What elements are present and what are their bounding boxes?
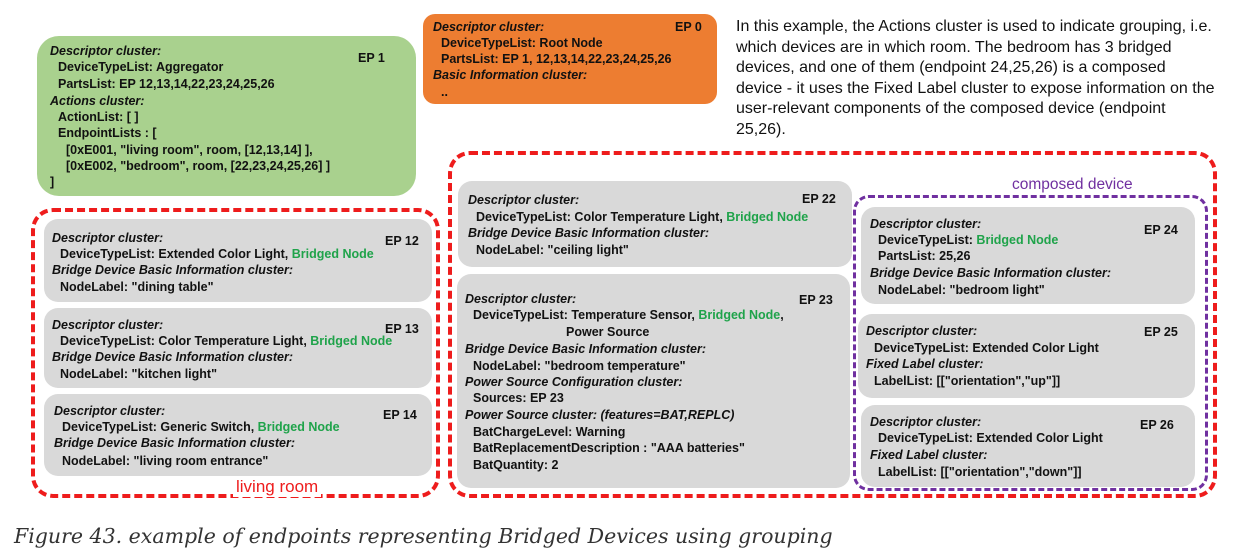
ep23-descriptor-heading: Descriptor cluster: (465, 292, 577, 306)
ep22-descriptor-heading: Descriptor cluster: (468, 193, 580, 207)
ep24-descriptor-heading: Descriptor cluster: (870, 217, 982, 231)
ep24-bridged-node: Bridged Node (976, 233, 1059, 247)
ep26-endpoint-id: EP 26 (1140, 418, 1174, 432)
ep23-bat-charge-level: BatChargeLevel: Warning (473, 425, 626, 439)
ep12-device-type: DeviceTypeList: Extended Color Light, Br… (60, 246, 374, 263)
ep23-device-type-comma: , (780, 308, 784, 322)
ep13-device-type: DeviceTypeList: Color Temperature Light,… (60, 333, 392, 350)
ep26-device-type: DeviceTypeList: Extended Color Light (878, 431, 1103, 445)
ep1-endpoint-lists-close: ] (50, 175, 55, 189)
ep0-device-type: DeviceTypeList: Root Node (441, 36, 603, 50)
ep13-device-type-value: DeviceTypeList: Color Temperature Light, (60, 334, 311, 348)
ep13-endpoint-id: EP 13 (385, 322, 419, 336)
ep22-device-type-value: DeviceTypeList: Color Temperature Light, (476, 210, 727, 224)
ep22-endpoint-id: EP 22 (802, 192, 836, 206)
ep22-device-type: DeviceTypeList: Color Temperature Light,… (476, 209, 808, 226)
ep13-node-label: NodeLabel: "kitchen light" (60, 367, 218, 381)
ep12-bridged-node: Bridged Node (291, 247, 374, 261)
ep1-device-type: DeviceTypeList: Aggregator (58, 60, 224, 74)
ep24-bridge-info-heading: Bridge Device Basic Information cluster: (870, 266, 1112, 280)
ep23-device-type: DeviceTypeList: Temperature Sensor, Brid… (473, 307, 784, 324)
figure-caption: Figure 43. example of endpoints represen… (14, 524, 833, 548)
ep24-device-type-value: DeviceTypeList: (878, 233, 977, 247)
ep23-bridged-node: Bridged Node (698, 308, 781, 322)
ep0-root-node-box: Descriptor cluster: EP 0 DeviceTypeList:… (423, 14, 717, 104)
ep1-endpoint-list-bedroom: [0xE002, "bedroom", room, [22,23,24,25,2… (66, 159, 331, 173)
ep23-bat-quantity: BatQuantity: 2 (473, 458, 559, 472)
ep1-endpoint-lists: EndpointLists : [ (58, 126, 157, 140)
ep14-bridged-node: Bridged Node (257, 420, 340, 434)
ep14-endpoint-id: EP 14 (383, 408, 417, 422)
ep1-parts-list: PartsList: EP 12,13,14,22,23,24,25,26 (58, 77, 275, 91)
ep23-power-source-heading: Power Source cluster: (features=BAT,REPL… (465, 408, 735, 422)
ep1-actions-heading: Actions cluster: (50, 94, 145, 108)
ep14-device-type-value: DeviceTypeList: Generic Switch, (62, 420, 258, 434)
ep13-box: Descriptor cluster: EP 13 DeviceTypeList… (44, 308, 432, 388)
ep12-descriptor-heading: Descriptor cluster: (52, 231, 164, 245)
composed-device-group-label: composed device (1012, 176, 1133, 193)
ep13-bridged-node: Bridged Node (310, 334, 393, 348)
ep22-bridged-node: Bridged Node (726, 210, 809, 224)
ep23-endpoint-id: EP 23 (799, 293, 833, 307)
ep0-ellipsis: .. (441, 85, 448, 99)
ep25-box: Descriptor cluster: EP 25 DeviceTypeList… (858, 314, 1195, 398)
ep1-action-list: ActionList: [ ] (58, 110, 139, 124)
ep23-bridge-info-heading: Bridge Device Basic Information cluster: (465, 342, 707, 356)
ep24-parts-list: PartsList: 25,26 (878, 249, 971, 263)
ep12-device-type-value: DeviceTypeList: Extended Color Light, (60, 247, 292, 261)
ep23-node-label: NodeLabel: "bedroom temperature" (473, 359, 686, 373)
ep25-device-type: DeviceTypeList: Extended Color Light (874, 341, 1099, 355)
ep25-fixed-label-heading: Fixed Label cluster: (866, 357, 984, 371)
ep23-sources: Sources: EP 23 (473, 391, 564, 405)
ep12-box: Descriptor cluster: EP 12 DeviceTypeList… (44, 219, 432, 302)
ep0-descriptor-heading: Descriptor cluster: (433, 20, 545, 34)
ep26-descriptor-heading: Descriptor cluster: (870, 415, 982, 429)
ep26-box: Descriptor cluster: EP 26 DeviceTypeList… (861, 405, 1195, 487)
ep0-parts-list: PartsList: EP 1, 12,13,14,22,23,24,25,26 (441, 52, 672, 66)
ep14-descriptor-heading: Descriptor cluster: (54, 404, 166, 418)
ep22-node-label: NodeLabel: "ceiling light" (476, 243, 629, 257)
ep0-endpoint-id: EP 0 (675, 20, 702, 34)
bedroom-group-border (448, 151, 1217, 498)
ep26-label-list: LabelList: [["orientation","down"]] (878, 465, 1082, 479)
ep12-bridge-info-heading: Bridge Device Basic Information cluster: (52, 263, 294, 277)
ep25-descriptor-heading: Descriptor cluster: (866, 324, 978, 338)
ep23-device-type-value: DeviceTypeList: Temperature Sensor, (473, 308, 699, 322)
ep25-endpoint-id: EP 25 (1144, 325, 1178, 339)
ep1-descriptor-heading: Descriptor cluster: (50, 44, 162, 58)
ep14-box: Descriptor cluster: EP 14 DeviceTypeList… (44, 394, 432, 476)
ep25-label-list: LabelList: [["orientation","up"]] (874, 374, 1061, 388)
ep14-device-type: DeviceTypeList: Generic Switch, Bridged … (62, 419, 340, 436)
ep0-basic-info-heading: Basic Information cluster: (433, 68, 588, 82)
ep23-power-config-heading: Power Source Configuration cluster: (465, 375, 683, 389)
ep23-box: Descriptor cluster: EP 23 DeviceTypeList… (457, 274, 850, 488)
ep24-node-label: NodeLabel: "bedroom light" (878, 283, 1045, 297)
ep12-endpoint-id: EP 12 (385, 234, 419, 248)
composed-device-group-border (853, 195, 1208, 491)
ep12-node-label: NodeLabel: "dining table" (60, 280, 214, 294)
ep1-endpoint-id: EP 1 (358, 51, 385, 65)
ep1-endpoint-list-living-room: [0xE001, "living room", room, [12,13,14]… (66, 143, 313, 157)
ep13-bridge-info-heading: Bridge Device Basic Information cluster: (52, 350, 294, 364)
ep23-bat-replacement-description: BatReplacementDescription : "AAA batteri… (473, 441, 745, 455)
ep23-power-source-type: Power Source (566, 325, 650, 339)
ep24-box: Descriptor cluster: EP 24 DeviceTypeList… (861, 207, 1195, 304)
ep14-node-label: NodeLabel: "living room entrance" (62, 454, 269, 468)
ep1-aggregator-box: Descriptor cluster: EP 1 DeviceTypeList:… (37, 36, 416, 196)
explanation-text: In this example, the Actions cluster is … (736, 18, 1215, 138)
ep13-descriptor-heading: Descriptor cluster: (52, 318, 164, 332)
living-room-group-label: living room (233, 477, 322, 497)
ep22-bridge-info-heading: Bridge Device Basic Information cluster: (468, 226, 710, 240)
ep22-box: Descriptor cluster: EP 22 DeviceTypeList… (458, 181, 852, 267)
ep26-fixed-label-heading: Fixed Label cluster: (870, 448, 988, 462)
ep14-bridge-info-heading: Bridge Device Basic Information cluster: (54, 436, 296, 450)
ep24-endpoint-id: EP 24 (1144, 223, 1178, 237)
ep24-device-type: DeviceTypeList: Bridged Node (878, 232, 1058, 249)
